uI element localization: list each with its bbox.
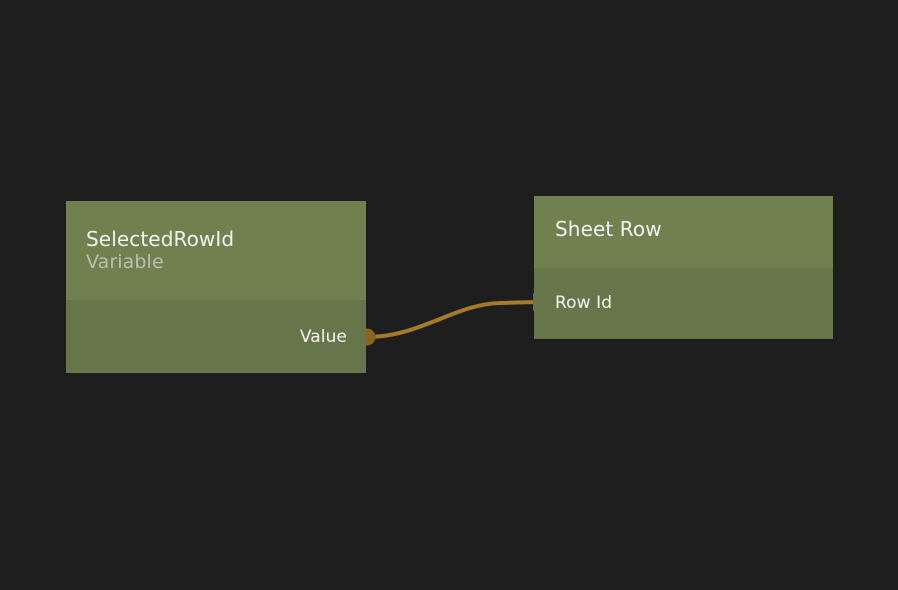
node-title: SelectedRowId <box>86 227 235 251</box>
output-port-value[interactable]: Value <box>300 327 347 347</box>
connection-value-to-rowid[interactable] <box>365 300 545 339</box>
output-port-label: Value <box>299 327 347 347</box>
node-header-sheet-row[interactable]: Sheet Row <box>534 196 833 268</box>
input-port-label: Row Id <box>555 293 613 313</box>
node-selectedrowid[interactable]: SelectedRowId Variable Value <box>66 201 366 373</box>
output-port-value-handle[interactable] <box>356 326 378 348</box>
node-body-sheet-row: Row Id <box>534 268 833 339</box>
input-port-rowid-handle[interactable] <box>530 291 552 313</box>
node-body-selectedrowid: Value <box>66 300 366 373</box>
node-subtitle: Variable <box>86 251 164 273</box>
input-port-rowid[interactable]: Row Id <box>555 293 612 313</box>
node-header-selectedrowid[interactable]: SelectedRowId Variable <box>66 201 366 300</box>
node-sheet-row[interactable]: Sheet Row Row Id <box>534 196 833 339</box>
node-title: Sheet Row <box>555 217 662 241</box>
